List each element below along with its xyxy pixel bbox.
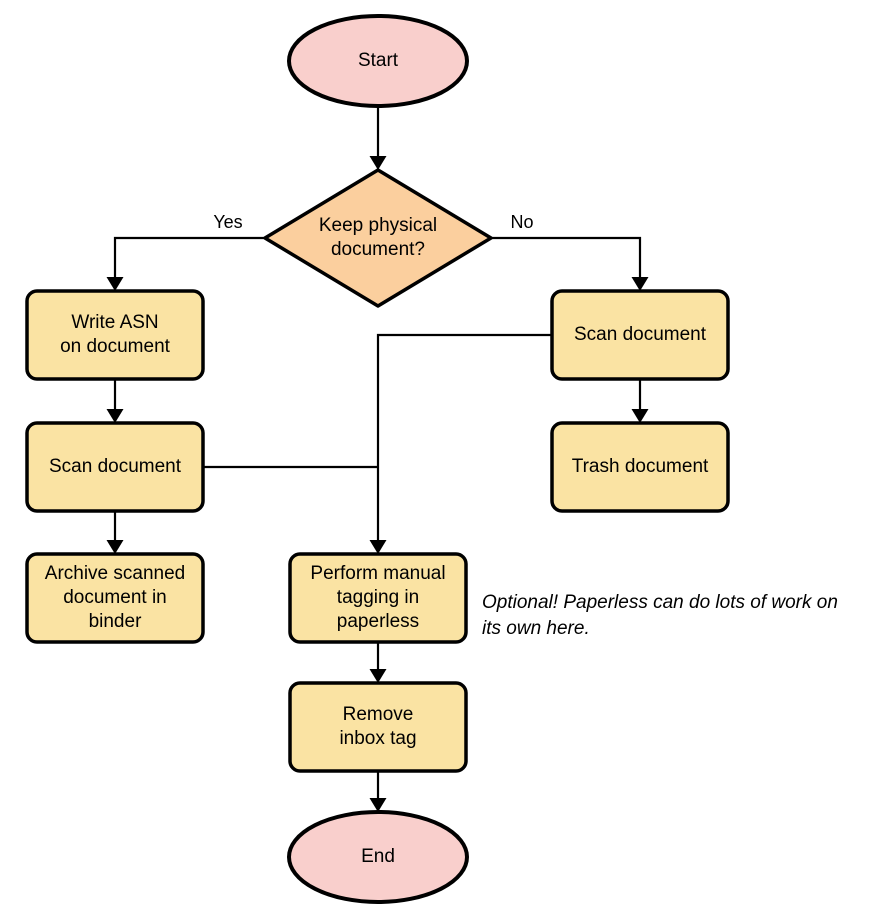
edge-labels-layer: Yes No [213,212,533,232]
arrow-head-icon [106,409,124,423]
node-shape-rect[interactable] [288,552,468,644]
edge-decision-no-to-scan-document-right [491,236,649,291]
node-shape-rect[interactable] [25,552,205,644]
edge-decision-yes-to-write-asn [106,236,265,291]
node-shape-rect[interactable] [550,421,730,513]
edge-scan-document-left-to-archive [106,511,124,554]
edge-write-asn-to-scan-document-left [106,379,124,423]
node-end[interactable]: End [287,810,469,904]
arrow-head-icon [631,409,649,423]
node-label: End [361,846,395,867]
arrow-head-icon [369,540,387,554]
node-shape-rect[interactable] [550,289,730,381]
node-label: Scan document [49,456,182,477]
edge-path [491,236,642,281]
edge-label-decision-no-to-scan-document-right: No [510,212,533,232]
node-shape-ellipse[interactable] [287,810,469,904]
node-label: Scan document [574,324,707,345]
edge-scan-document-right-to-trash [631,379,649,423]
edge-path [376,333,552,544]
arrow-head-icon [369,798,387,812]
node-start[interactable]: Start [287,14,469,108]
edges-layer [106,106,649,812]
node-scan-document-left[interactable]: Scan document [25,421,205,513]
node-shape-ellipse[interactable] [287,14,469,108]
node-shape-rect[interactable] [25,421,205,513]
edge-label-decision-yes-to-write-asn: Yes [213,212,242,232]
arrow-head-icon [106,277,124,291]
node-label: Trash document [572,456,709,477]
node-scan-document-right[interactable]: Scan document [550,289,730,381]
arrow-head-icon [369,156,387,170]
node-shape-diamond[interactable] [263,168,493,308]
node-shape-rect[interactable] [288,681,468,773]
annotations-layer: Optional! Paperless can do lots of work … [482,592,838,639]
arrow-head-icon [106,540,124,554]
edge-scan-document-right-to-manual-tagging [369,333,552,554]
edge-remove-inbox-tag-to-end [369,771,387,812]
edge-manual-tagging-to-remove-inbox-tag [369,642,387,683]
arrow-head-icon [631,277,649,291]
arrow-head-icon [369,669,387,683]
node-label: Start [358,50,399,71]
node-trash-document[interactable]: Trash document [550,421,730,513]
node-shape-rect[interactable] [25,289,205,381]
edge-path [113,236,265,281]
annotation-optional-note: Optional! Paperless can do lots of work … [482,592,838,639]
edge-start-to-decision [369,106,387,170]
